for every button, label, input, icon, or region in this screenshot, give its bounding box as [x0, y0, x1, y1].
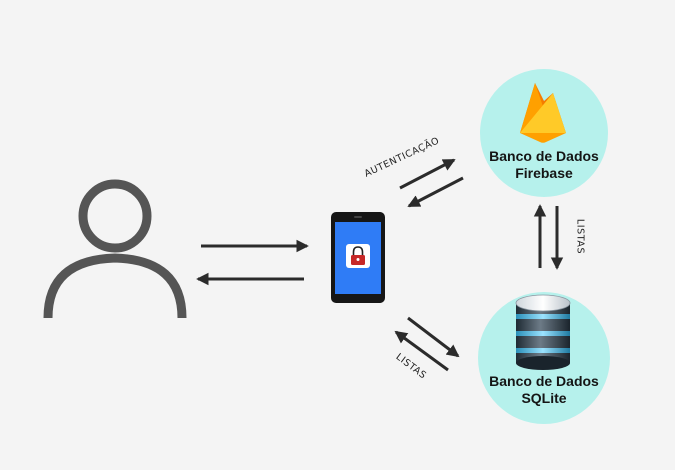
arrow-firebase-to-phone: [407, 176, 464, 208]
firebase-label-line1: Banco de Dados: [489, 148, 599, 164]
smartphone-lock-icon: [331, 212, 385, 303]
firebase-node-label: Banco de Dados Firebase: [474, 148, 614, 182]
firebase-label-line2: Firebase: [515, 165, 573, 181]
arrow-phone-to-firebase: [399, 158, 456, 190]
arrow-sqlite-to-phone: [394, 330, 449, 372]
database-stack-icon: [515, 294, 571, 370]
sqlite-node-label: Banco de Dados SQLite: [474, 373, 614, 407]
sqlite-label-line2: SQLite: [521, 390, 567, 406]
sqlite-label-line1: Banco de Dados: [489, 373, 599, 389]
edge-label-listas-vertical: LISTAS: [574, 218, 586, 255]
arrow-phone-to-sqlite: [407, 316, 460, 358]
firebase-flame-icon: [520, 83, 566, 143]
user-icon: [43, 179, 187, 319]
